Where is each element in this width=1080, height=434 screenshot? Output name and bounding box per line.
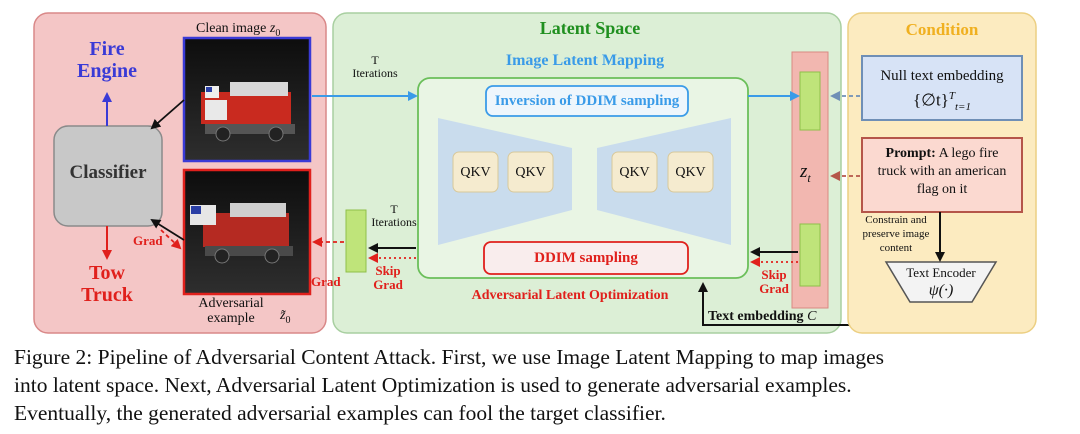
prompt-box: [861, 137, 1023, 213]
adversarial-symbol: z̃0: [280, 308, 291, 326]
null-text-math: {∅t}Tt=1: [913, 90, 971, 114]
fire-engine-label: Fire Engine: [76, 38, 138, 82]
classifier-label: Classifier: [69, 162, 147, 183]
arrow-grad-dashed: [160, 229, 182, 250]
zt-symbol: zt: [800, 161, 811, 185]
skip-grad-right: Skip Grad: [759, 267, 789, 297]
clean-image-label: Clean image z0: [196, 21, 281, 39]
t-iterations-top: T Iterations: [352, 53, 398, 81]
inversion-box: [485, 85, 689, 117]
constrain-note: Constrain and preserve image content: [862, 214, 930, 254]
qkv-label-3: QKV: [619, 165, 650, 180]
arrow-clean-to-classifier: [150, 99, 185, 130]
arrow-adv-to-classifier: [150, 218, 185, 241]
image-latent-mapping-title: Image Latent Mapping: [505, 52, 665, 69]
adversarial-example-label: Adversarial example: [198, 296, 264, 327]
text-encoder-shape: [884, 261, 998, 303]
qkv-box-2: [507, 151, 554, 193]
null-text-box: [861, 55, 1023, 121]
qkv-label-2: QKV: [515, 165, 546, 180]
condition-title: Condition: [905, 20, 979, 39]
text-encoder-label: Text Encoder: [906, 265, 976, 280]
qkv-box-1: [452, 151, 499, 193]
grad-label-left: Grad: [133, 233, 163, 248]
ddim-box: [483, 241, 689, 275]
skip-grad-left: Skip Grad: [373, 263, 403, 293]
text-encoder-math: ψ(·): [928, 282, 954, 299]
prompt-text: Prompt: A lego fire truck with an americ…: [877, 146, 1007, 198]
pipeline-figure: [33, 12, 1037, 334]
grad-label-mid: Grad: [311, 274, 341, 289]
qkv-label-1: QKV: [460, 165, 491, 180]
decoder-trapezoid: [597, 118, 731, 245]
figure-caption: Figure 2: Pipeline of Adversarial Conten…: [14, 345, 884, 425]
latent-space-title: Latent Space: [539, 18, 641, 38]
tow-truck-label: Tow Truck: [81, 262, 133, 306]
ddim-sampling-label: DDIM sampling: [534, 250, 638, 266]
qkv-label-4: QKV: [675, 165, 706, 180]
qkv-box-4: [667, 151, 714, 193]
adversarial-image: [182, 168, 312, 296]
text-embedding-label: Text embedding C: [708, 309, 817, 324]
null-text-label: Null text embedding: [880, 68, 1004, 84]
zt-block-bottom: [799, 223, 821, 287]
zt-block-top: [799, 71, 821, 131]
encoder-trapezoid: [438, 118, 572, 245]
qkv-box-3: [611, 151, 658, 193]
adversarial-latent-optimization-title: Adversarial Latent Optimization: [471, 288, 669, 303]
inversion-label: Inversion of DDIM sampling: [494, 93, 680, 109]
t-iterations-mid: T Iterations: [371, 202, 417, 230]
latent-bar-left: [345, 209, 367, 273]
clean-image: [182, 36, 312, 163]
